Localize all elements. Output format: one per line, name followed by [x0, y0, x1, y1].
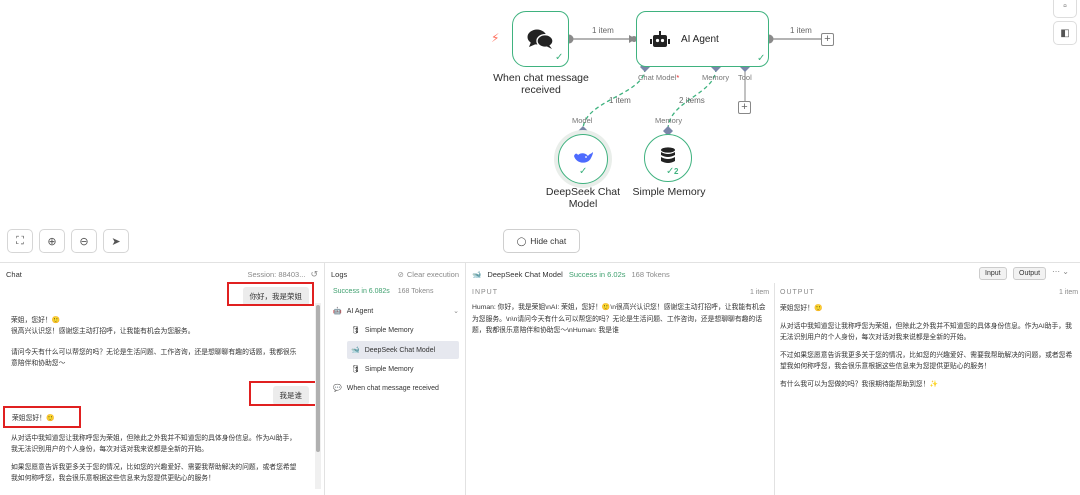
logs-title: Logs [331, 269, 348, 279]
input-content: Human: 你好，我是荣姐\nAI: 荣姐，您好！🙂\n很高兴认识您！感谢您主… [472, 304, 766, 334]
chat-title: Chat [6, 269, 22, 279]
database-icon: 🛢 [351, 327, 360, 334]
zoom-in-icon: ⊕ [47, 235, 57, 248]
input-item-count: 1 item [750, 289, 770, 296]
hide-chat-button[interactable]: ◯ Hide chat [503, 229, 580, 253]
column-divider [774, 283, 775, 495]
log-item-chat-trigger[interactable]: 💬When chat message received [333, 384, 439, 393]
execution-panels: Chat Session: 88403... ↺ 你好，我是荣姐 荣姐，您好！🙂… [0, 262, 1080, 495]
memory-run-count: 2 [674, 167, 679, 176]
chat-trigger-node[interactable]: ✓ [512, 11, 569, 67]
simple-memory-node[interactable]: ✓ 2 [644, 134, 692, 182]
edge-memory-link [667, 67, 717, 131]
log-item-ai-agent[interactable]: 🤖AI Agent ⌄ [333, 307, 459, 316]
edge-model-link [582, 67, 646, 131]
wand-icon: ➤ [111, 235, 121, 248]
ai-agent-label: AI Agent [681, 34, 719, 45]
detail-node-name: DeepSeek Chat Model [487, 269, 563, 279]
output-toggle-button[interactable]: Output [1013, 267, 1047, 280]
add-tool-button[interactable]: + [738, 101, 751, 114]
deepseek-node[interactable]: ✓ [558, 134, 608, 184]
output-heading: OUTPUT [780, 289, 815, 296]
workflow-connections [564, 34, 821, 136]
bot-message: 荣姐您好！🙂 从对话中我知道您让我称呼您为荣姐，但除此之外我并不知道您的具体身份… [11, 415, 297, 482]
success-check-icon: ✓ [666, 166, 675, 177]
output-item-count: 1 item [1059, 289, 1079, 296]
edge-label-trigger: 1 item [592, 26, 614, 35]
deepseek-label: DeepSeek Chat Model [545, 186, 621, 210]
tidy-up-button[interactable]: ➤ [103, 229, 129, 253]
sidebar-icon: ◧ [1060, 27, 1070, 39]
fit-view-icon: ⛶ [16, 234, 24, 247]
hide-chat-label: Hide chat [530, 236, 567, 246]
robot-icon [650, 31, 670, 47]
port-label-memory-in: Memory [655, 116, 683, 125]
log-item-deepseek-selected[interactable]: 🐋DeepSeek Chat Model [347, 341, 459, 359]
output-content: 荣姐您好！🙂 从对话中我知道您让我称呼您为荣姐，但除此之外我并不知道您的具体身份… [780, 305, 1073, 388]
deepseek-whale-icon: 🐋 [351, 347, 360, 354]
database-icon [661, 147, 675, 163]
robot-icon: 🤖 [333, 308, 342, 315]
chat-panel: Chat Session: 88403... ↺ 你好，我是荣姐 荣姐，您好！🙂… [0, 263, 325, 495]
bot-message: 荣姐，您好！🙂 很高兴认识您！感谢您主动打招呼，让我能有机会为您服务。 请问今天… [11, 317, 297, 367]
input-toggle-button[interactable]: Input [979, 267, 1007, 280]
input-heading: INPUT [472, 289, 498, 296]
port-label-chat-model: Chat Model* [638, 73, 680, 82]
trigger-bolt-icon: ⚡ [491, 31, 500, 45]
panel-menu-icon[interactable]: ⋯ ⌄ [1052, 267, 1069, 276]
deepseek-whale-icon [574, 152, 593, 163]
edge-label-agent-out: 1 item [790, 26, 812, 35]
simple-memory-label: Simple Memory [632, 186, 706, 198]
success-check-icon: ✓ [757, 53, 766, 64]
clear-icon: ⊘ [397, 269, 404, 279]
node-detail-panel: 🐋 DeepSeek Chat Model Success in 6.02s 1… [466, 263, 1080, 495]
success-check-icon: ✓ [579, 166, 588, 177]
fit-view-button[interactable]: ⛶ [7, 229, 33, 253]
chat-bubbles-icon: 💬 [333, 385, 342, 392]
logs-panel: Logs ⊘ Clear execution Success in 6.082s… [325, 263, 466, 495]
chat-trigger-label: When chat message received [493, 72, 589, 96]
port-memory-in [663, 126, 673, 136]
deepseek-whale-icon: 🐋 [472, 269, 482, 279]
chevron-down-icon: ⌄ [453, 308, 459, 315]
sidebar-toggle-button[interactable]: ◧ [1053, 21, 1077, 45]
detail-tokens: 168 Tokens [631, 269, 670, 279]
port-label-tool: Tool [738, 73, 752, 82]
node-panel-button[interactable]: ▫ [1053, 0, 1077, 18]
clear-execution-button[interactable]: ⊘ Clear execution [397, 269, 459, 279]
highlight-box [227, 282, 314, 306]
port-label-model-in: Model [572, 116, 593, 125]
detail-status: Success in 6.02s [568, 269, 626, 279]
database-icon: 🛢 [351, 366, 360, 373]
highlight-box [3, 406, 81, 428]
document-icon: ▫ [1063, 0, 1067, 12]
user-message: 我是谁 [272, 386, 309, 405]
edge-label-memory: 2 items [679, 96, 705, 105]
log-item-simple-memory[interactable]: 🛢Simple Memory [351, 326, 414, 335]
logs-status: Success in 6.082s 168 Tokens [333, 288, 434, 295]
zoom-in-button[interactable]: ⊕ [39, 229, 65, 253]
port-label-memory: Memory [702, 73, 730, 82]
session-id: Session: 88403... [247, 269, 306, 279]
reset-session-icon[interactable]: ↺ [310, 268, 318, 279]
log-item-simple-memory[interactable]: 🛢Simple Memory [351, 365, 414, 374]
success-check-icon: ✓ [555, 52, 564, 63]
zoom-out-button[interactable]: ⊖ [71, 229, 97, 253]
edge-label-model: 1 item [609, 96, 631, 105]
chat-bubble-icon: ◯ [516, 235, 527, 246]
user-message: 你好，我是荣姐 [242, 287, 309, 306]
workflow-canvas[interactable]: ⚡ ✓ When chat message received AI Agent … [0, 0, 1080, 262]
highlight-box [249, 381, 317, 406]
chat-scrollbar-thumb[interactable] [316, 305, 320, 452]
zoom-out-icon: ⊖ [79, 235, 89, 248]
ai-agent-node[interactable]: AI Agent ✓ [636, 11, 769, 67]
chat-bubbles-icon [527, 29, 554, 49]
add-node-button[interactable]: + [821, 33, 834, 46]
